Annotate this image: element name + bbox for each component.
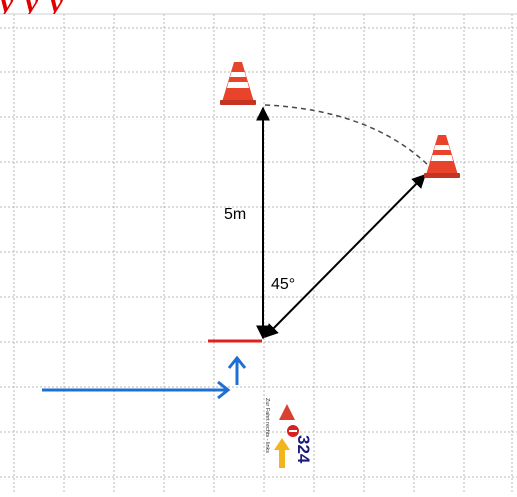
- sign-caption: Zur Fahrt rechts - links: [264, 398, 270, 453]
- title-strip: y y y: [0, 0, 517, 14]
- sign-number: 324: [294, 435, 313, 464]
- warning-triangle-icon: [279, 404, 295, 420]
- approach-arrow-head: [217, 380, 231, 400]
- traffic-cone-icon: [220, 62, 256, 105]
- dashed-arc: [264, 104, 429, 166]
- grid-lines: [0, 13, 517, 492]
- yellow-arrow-head: [274, 438, 290, 450]
- sign-cluster: Zur Fahrt rechts - links 324: [264, 398, 313, 468]
- no-entry-bar: [289, 430, 297, 432]
- page-title: y y y: [0, 0, 65, 14]
- up-arrow-head: [227, 355, 247, 369]
- diagonal-distance-arrow: [264, 174, 426, 338]
- angle-label: 45°: [271, 276, 295, 293]
- traffic-cone-icon: [424, 135, 460, 178]
- distance-label: 5m: [224, 206, 246, 223]
